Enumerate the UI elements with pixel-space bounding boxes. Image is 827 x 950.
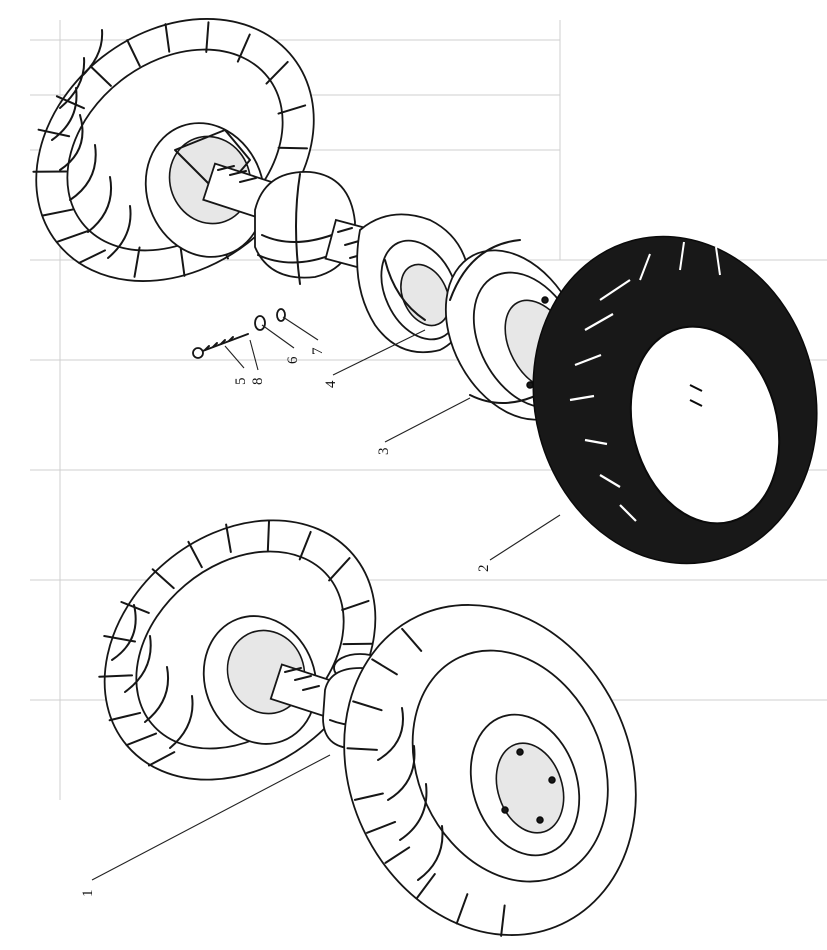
callout-3: 3 bbox=[376, 448, 392, 456]
leader-line-7 bbox=[282, 316, 319, 341]
callout-2: 2 bbox=[476, 565, 492, 573]
leader-line-8 bbox=[249, 339, 259, 371]
leader-line-2 bbox=[489, 514, 561, 561]
part-4-wheel-hub bbox=[356, 213, 471, 354]
callout-6: 6 bbox=[285, 356, 301, 364]
callout-1: 1 bbox=[80, 890, 96, 898]
parts-5-8-bolt-and-washers bbox=[192, 308, 286, 359]
callout-5: 5 bbox=[233, 378, 249, 386]
leader-line-5 bbox=[224, 345, 245, 369]
upper-left-tire bbox=[32, 18, 315, 282]
callout-8: 8 bbox=[250, 378, 266, 386]
leader-line-6 bbox=[261, 324, 295, 349]
lower-right-tire bbox=[343, 604, 637, 937]
upper-axle-housing bbox=[202, 162, 381, 285]
callout-labels: 1 2 3 4 5 8 6 7 bbox=[80, 347, 492, 897]
callout-7: 7 bbox=[310, 347, 326, 355]
leader-line-3 bbox=[384, 397, 471, 443]
part-2-tire-dark bbox=[532, 235, 818, 565]
leader-lines bbox=[91, 316, 561, 881]
leader-line-4 bbox=[332, 329, 426, 376]
leader-line-1 bbox=[91, 754, 331, 881]
callout-4: 4 bbox=[323, 380, 339, 388]
